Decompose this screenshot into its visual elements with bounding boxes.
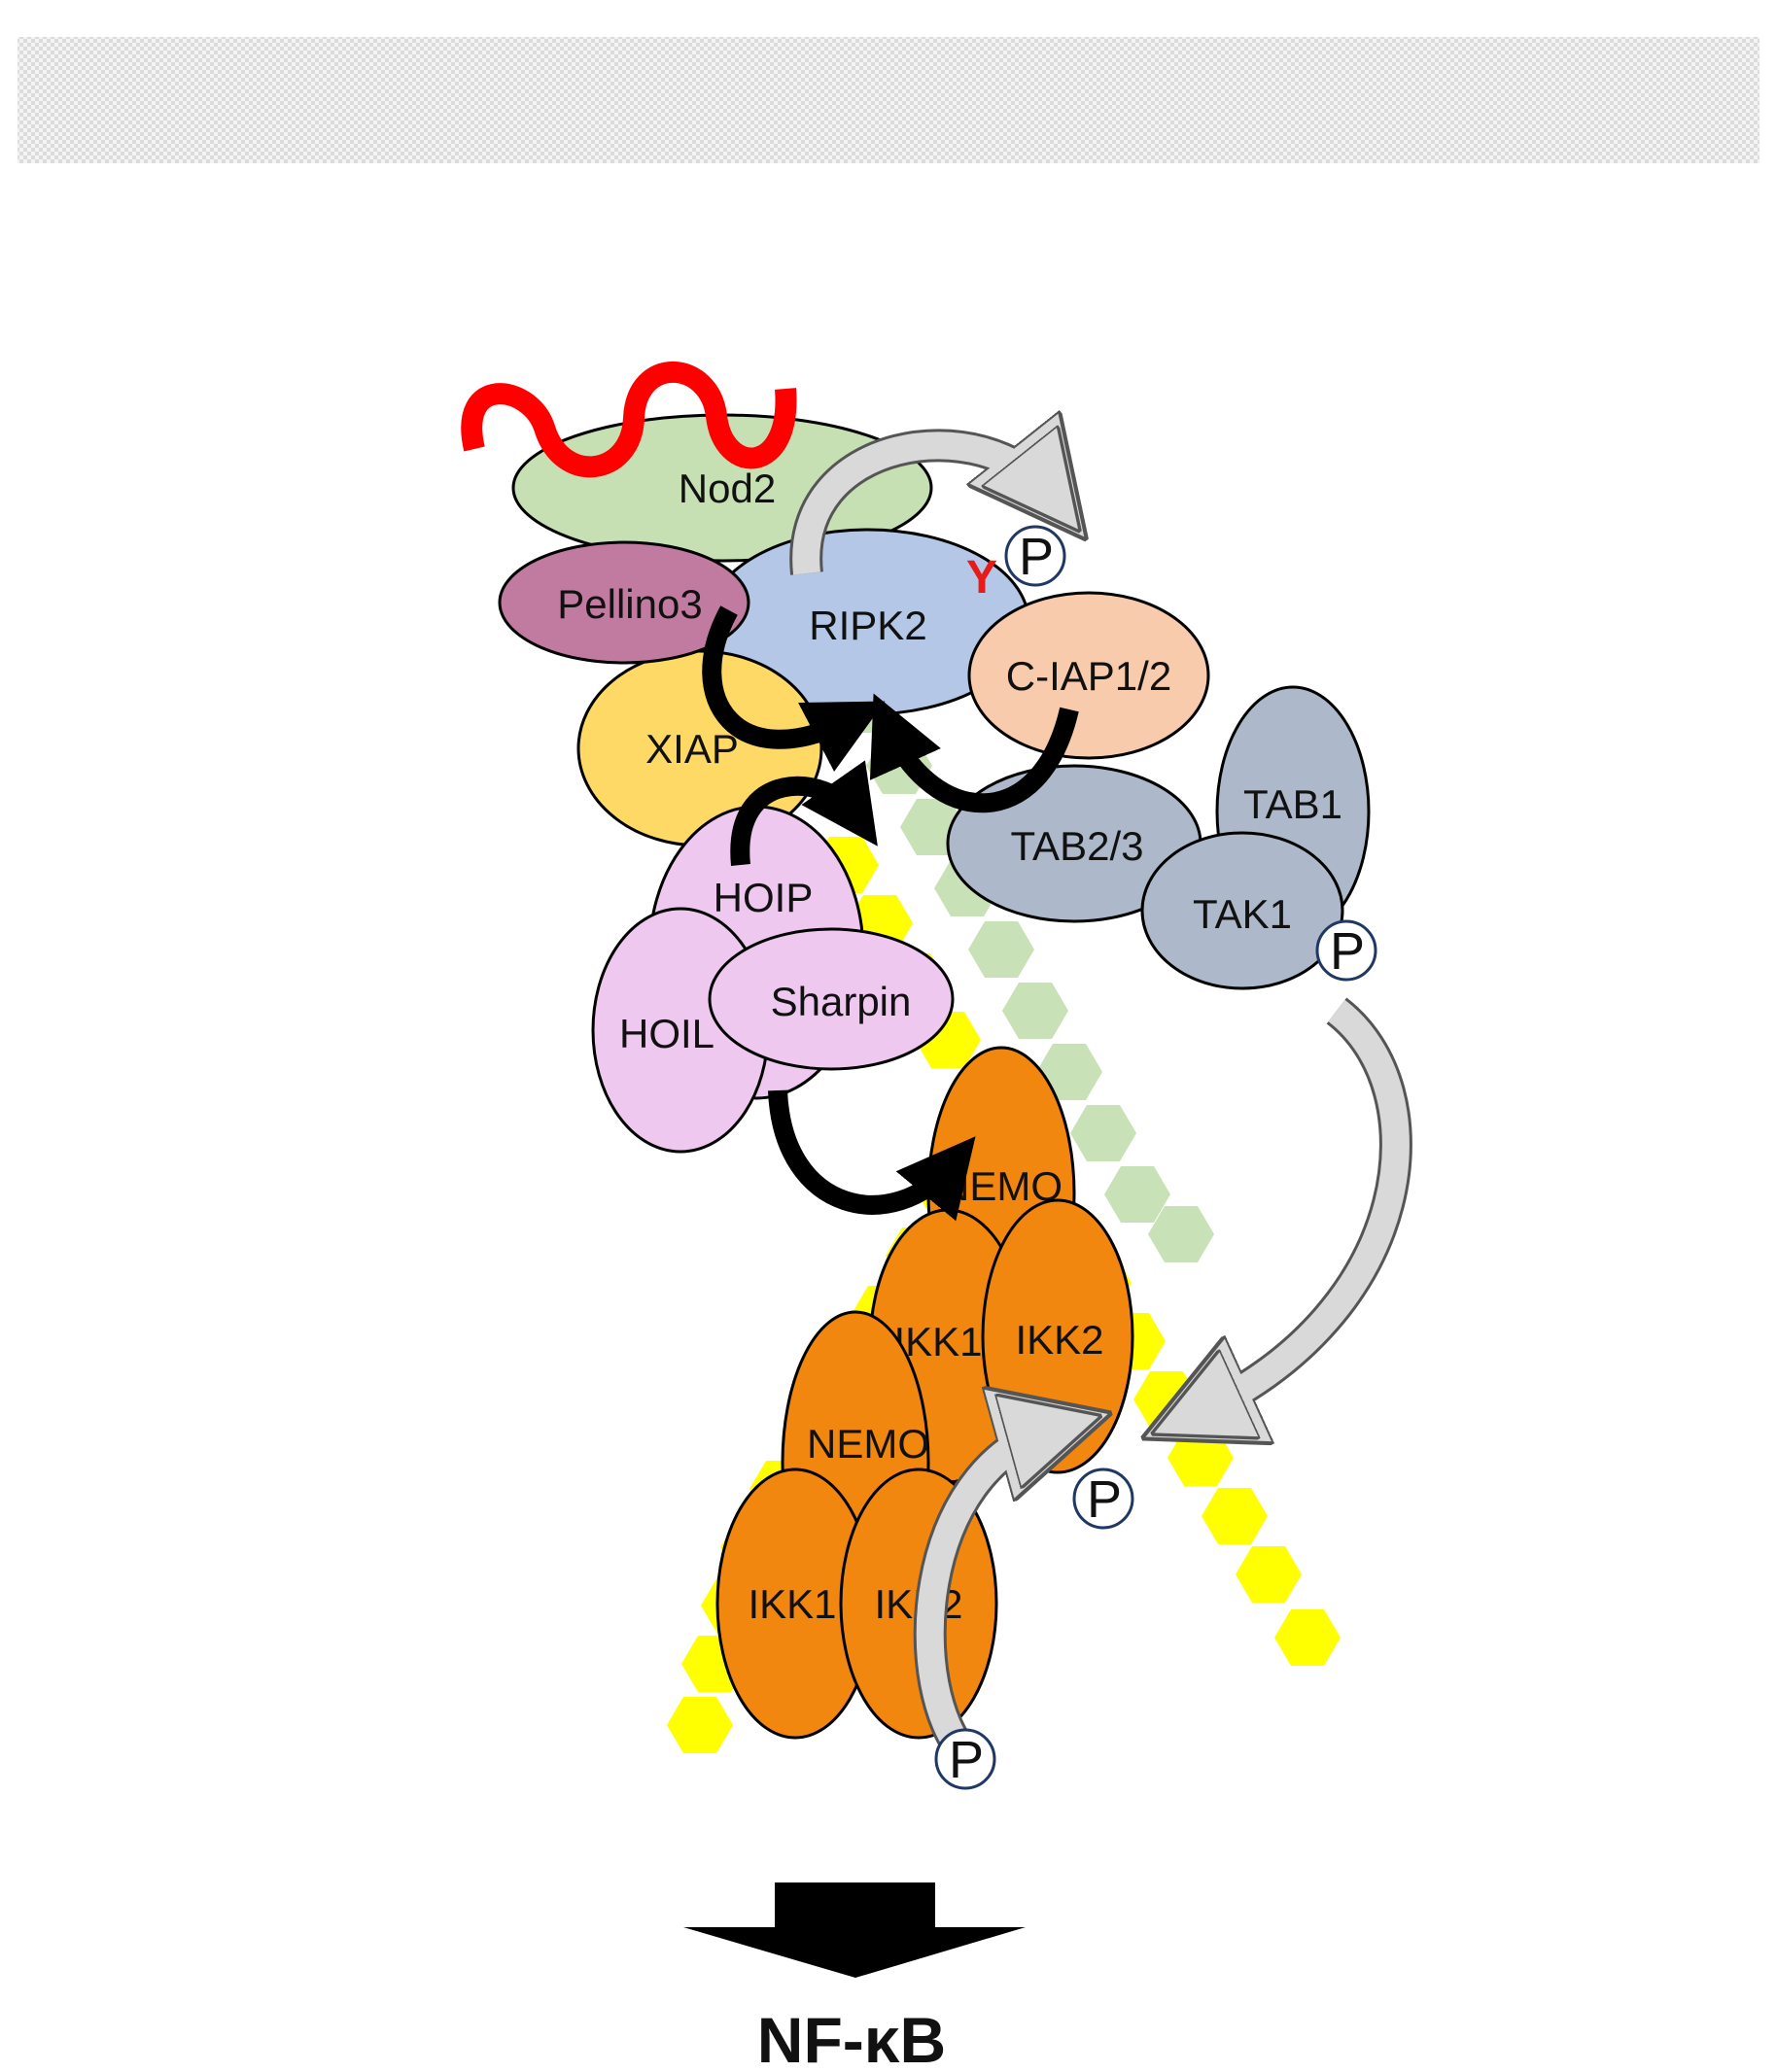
hoip-ubiquitination-arrow [730, 760, 878, 866]
phospho-tak1-ring [1315, 919, 1377, 982]
ikk2-transphos-arrow [916, 1429, 1055, 1767]
tab1-label: TAB1 [1243, 781, 1342, 827]
nod2-ripk2-autophos-arrow [792, 445, 1050, 575]
xiap-label: XIAP [645, 726, 739, 772]
phospho-ikk2-upper-label: P [1087, 1470, 1122, 1529]
ikk2-upper-label: IKK2 [1015, 1317, 1103, 1363]
pellino3-protein [498, 540, 750, 665]
ciap-label: C-IAP1/2 [1006, 653, 1171, 699]
phospho-ripk2-label: P [1019, 528, 1054, 586]
ciap-to-ripk2-arrow [869, 693, 1079, 813]
ripk2-label: RIPK2 [809, 603, 926, 648]
tak1-protein [1140, 831, 1344, 990]
phosphorylation-arrows-fill [792, 445, 1410, 1767]
phospho-tak1-label: P [1330, 922, 1365, 981]
phospho-tak1: P [1315, 919, 1377, 982]
tab23-label: TAB2/3 [1011, 823, 1144, 869]
phospho-ripk2-ring [1004, 525, 1066, 587]
tak1-to-ikk2-arrow [1196, 999, 1410, 1414]
phospho-ikk2-upper: P [1072, 1468, 1134, 1530]
sharpin-protein [708, 927, 955, 1071]
phospho-ikk2-lower: P [934, 1728, 996, 1790]
redacted-header-band [17, 37, 1760, 163]
ubiquitin-transfer-arrows [702, 605, 1079, 1222]
phospho-ikk2-lower-label: P [949, 1731, 984, 1789]
ikk1-lower-label: IKK1 [748, 1581, 836, 1627]
sharpin-label: Sharpin [771, 979, 912, 1024]
nemo-lower-label: NEMO [807, 1421, 929, 1467]
ligand-squiggle [461, 362, 797, 478]
phospho-ikk2-upper-ring [1072, 1468, 1134, 1530]
hoil-label: HOIL [619, 1011, 714, 1056]
phospho-ikk2-lower-ring [934, 1728, 996, 1790]
phospho-ripk2: P [1004, 525, 1066, 587]
ciap-protein [967, 591, 1210, 760]
tak1-label: TAK1 [1193, 891, 1292, 937]
hoip-label: HOIP [714, 875, 814, 920]
pellino3-label: Pellino3 [557, 581, 702, 627]
nfkb-label: NF-κB [757, 2004, 946, 2072]
luba-to-nemo-arrow [768, 1089, 976, 1222]
pellino-to-ripk2-arrow [702, 605, 886, 772]
nod2-label: Nod2 [679, 466, 776, 511]
output-down-arrow [683, 1882, 1026, 1978]
tyrosine-residue: Y [966, 552, 997, 604]
